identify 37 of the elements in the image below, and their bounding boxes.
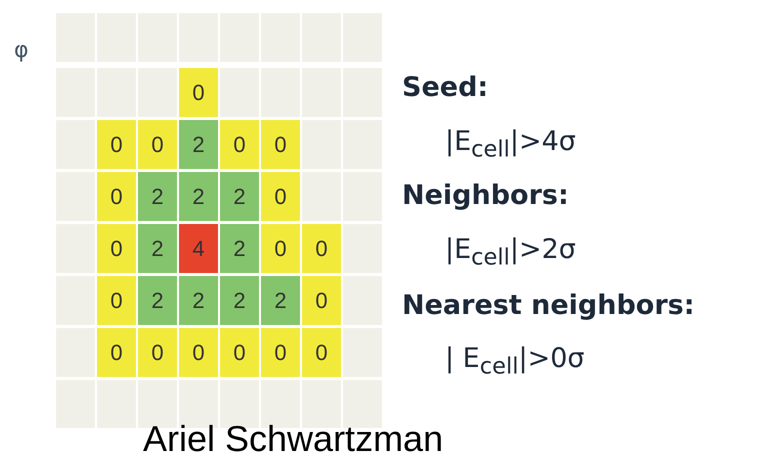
energy-cell: 2 [179,276,218,325]
energy-cell: 2 [138,172,177,221]
energy-cell: 0 [138,328,177,377]
phi-symbol: φ [14,38,29,63]
author-credit: Ariel Schwartzman [143,418,444,460]
energy-cell: 0 [179,68,218,117]
energy-cell: 2 [179,120,218,169]
energy-cell: 2 [138,276,177,325]
energy-cell: 0 [302,276,341,325]
energy-cell: 0 [261,224,300,273]
energy-cell: 2 [220,172,259,221]
energy-cell: 0 [97,276,136,325]
energy-cell: 0 [179,328,218,377]
energy-cell: 0 [97,172,136,221]
energy-cell: 0 [261,120,300,169]
threshold-formula: |E$_{cell}$|>4σ [445,126,576,162]
energy-cell: 0 [261,172,300,221]
energy-cell: 0 [220,120,259,169]
energy-cell: 0 [97,120,136,169]
energy-cell: 2 [138,224,177,273]
energy-cell: 2 [220,276,259,325]
energy-cell: 0 [138,120,177,169]
threshold-formula: |E$_{cell}$|>2σ [445,234,576,270]
energy-cell: 0 [97,328,136,377]
energy-cell: 2 [220,224,259,273]
energy-cell: 0 [302,328,341,377]
threshold-formula: | E$_{cell}$|>0σ [445,343,584,380]
energy-cell: 0 [261,328,300,377]
energy-cell: 0 [97,224,136,273]
energy-cell: 2 [179,172,218,221]
seed-cell: 4 [179,224,218,273]
criterion-heading: Nearest neighbors: [402,290,695,321]
energy-cell: 0 [220,328,259,377]
criterion-heading: Neighbors: [402,180,569,211]
energy-cell: 0 [302,224,341,273]
energy-cell: 2 [261,276,300,325]
criterion-heading: Seed: [402,72,488,103]
